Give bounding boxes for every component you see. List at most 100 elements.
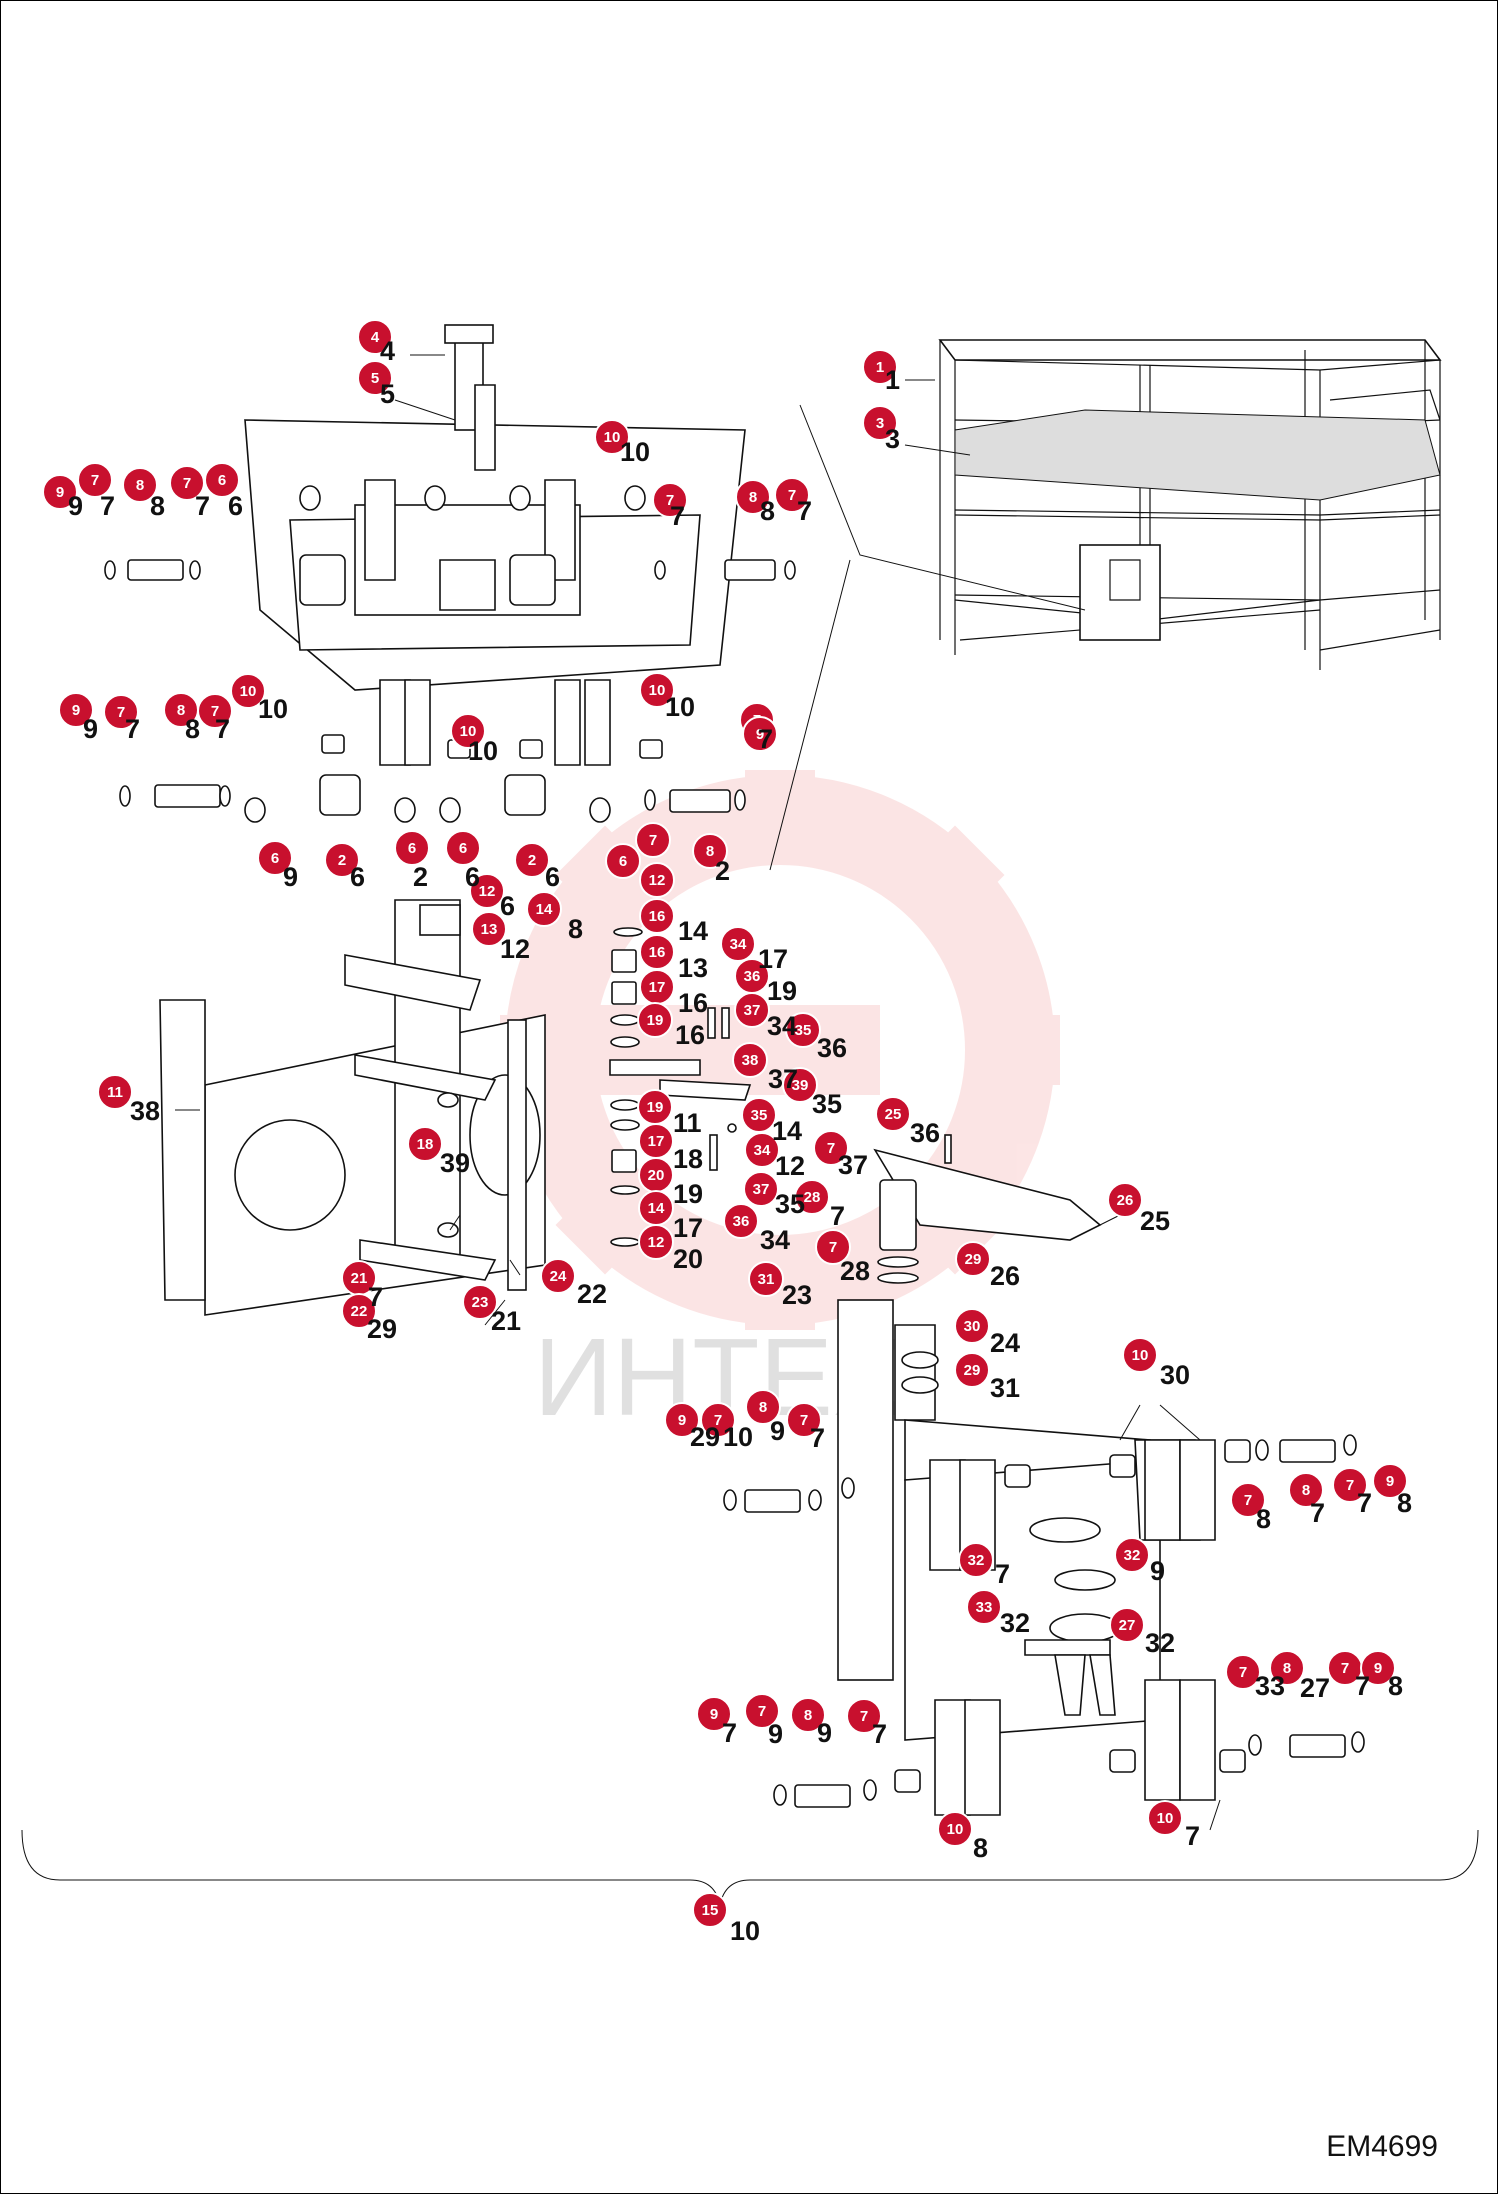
callout-badge-32[interactable]: 32 — [1114, 1537, 1150, 1573]
callout-badge-8[interactable]: 8 — [735, 479, 771, 515]
callout-badge-9[interactable]: 9 — [664, 1402, 700, 1438]
callout-badge-23[interactable]: 23 — [462, 1284, 498, 1320]
callout-badge-6[interactable]: 6 — [394, 830, 430, 866]
callout-badge-7[interactable]: 7 — [197, 693, 233, 729]
callout-badge-14[interactable]: 14 — [526, 891, 562, 927]
callout-badge-4[interactable]: 4 — [357, 319, 393, 355]
callout-badge-13[interactable]: 13 — [471, 911, 507, 947]
callout-badge-7[interactable]: 7 — [774, 477, 810, 513]
callout-badge-19[interactable]: 19 — [637, 1089, 673, 1125]
callout-badge-9[interactable]: 9 — [1372, 1463, 1408, 1499]
callout-badge-26[interactable]: 26 — [1107, 1182, 1143, 1218]
callout-circle — [862, 405, 898, 441]
callout-badge-16[interactable]: 16 — [639, 898, 675, 934]
callout-badge-12[interactable]: 12 — [469, 873, 505, 909]
callout-badge-5[interactable]: 5 — [357, 360, 393, 396]
callout-badge-12[interactable]: 12 — [638, 1224, 674, 1260]
callout-badge-6[interactable]: 6 — [204, 462, 240, 498]
part-number-label-7: 7 — [1185, 1821, 1200, 1851]
part-number-label-6: 6 — [465, 862, 480, 892]
callout-badge-38[interactable]: 38 — [732, 1042, 768, 1078]
callout-circle — [450, 713, 486, 749]
callout-number: 7 — [211, 703, 219, 720]
callout-badge-9[interactable]: 9 — [42, 474, 78, 510]
callout-badge-7[interactable]: 7 — [813, 1130, 849, 1166]
callout-badge-25[interactable]: 25 — [875, 1096, 911, 1132]
callout-number: 4 — [371, 329, 380, 346]
callout-badge-16[interactable]: 16 — [639, 934, 675, 970]
callout-badge-29[interactable]: 29 — [954, 1352, 990, 1388]
callout-badge-7[interactable]: 7 — [846, 1698, 882, 1734]
callout-badge-10[interactable]: 10 — [594, 419, 630, 455]
callout-badge-7[interactable]: 7 — [700, 1402, 736, 1438]
callout-badge-31[interactable]: 31 — [748, 1261, 784, 1297]
callout-badge-21[interactable]: 21 — [341, 1260, 377, 1296]
callout-badge-7[interactable]: 7 — [77, 462, 113, 498]
callout-badge-7[interactable]: 7 — [744, 1693, 780, 1729]
callout-badge-7[interactable]: 7 — [635, 822, 671, 858]
callout-badge-32[interactable]: 32 — [958, 1542, 994, 1578]
callout-badge-28[interactable]: 28 — [794, 1179, 830, 1215]
callout-badge-20[interactable]: 20 — [638, 1157, 674, 1193]
callout-badge-34[interactable]: 34 — [744, 1132, 780, 1168]
callout-badge-8[interactable]: 8 — [692, 833, 728, 869]
callout-badge-18[interactable]: 18 — [407, 1126, 443, 1162]
callout-badge-14[interactable]: 14 — [638, 1190, 674, 1226]
callout-badge-7[interactable]: 7 — [1230, 1482, 1266, 1518]
callout-badge-8[interactable]: 8 — [790, 1697, 826, 1733]
callout-badge-24[interactable]: 24 — [540, 1258, 576, 1294]
callout-badge-35[interactable]: 35 — [741, 1097, 777, 1133]
callout-badge-11[interactable]: 11 — [97, 1074, 133, 1110]
callout-badge-10[interactable]: 10 — [230, 673, 266, 709]
callout-badge-9[interactable]: 9 — [58, 692, 94, 728]
callout-badge-36[interactable]: 36 — [723, 1203, 759, 1239]
callout-badge-9[interactable]: 9 — [742, 716, 778, 752]
callout-badge-17[interactable]: 17 — [638, 1123, 674, 1159]
callout-badge-10[interactable]: 10 — [1147, 1800, 1183, 1836]
callout-badge-10[interactable]: 10 — [639, 672, 675, 708]
callout-badge-3[interactable]: 3 — [862, 405, 898, 441]
callout-badge-7[interactable]: 7 — [103, 694, 139, 730]
callout-badge-7[interactable]: 7 — [1332, 1467, 1368, 1503]
callout-badge-6[interactable]: 6 — [445, 830, 481, 866]
callout-badge-8[interactable]: 8 — [122, 467, 158, 503]
callout-badge-19[interactable]: 19 — [637, 1002, 673, 1038]
callout-badge-17[interactable]: 17 — [639, 969, 675, 1005]
callout-badge-2[interactable]: 2 — [324, 842, 360, 878]
callout-badge-10[interactable]: 10 — [937, 1811, 973, 1847]
callout-badge-36[interactable]: 36 — [734, 958, 770, 994]
callout-badge-37[interactable]: 37 — [734, 992, 770, 1028]
callout-badge-34[interactable]: 34 — [720, 926, 756, 962]
callout-badge-15[interactable]: 15 — [692, 1892, 728, 1928]
callout-badge-30[interactable]: 30 — [954, 1308, 990, 1344]
callout-badge-37[interactable]: 37 — [743, 1171, 779, 1207]
callout-badge-10[interactable]: 10 — [450, 713, 486, 749]
part-number-label-23: 23 — [782, 1280, 812, 1310]
callout-badge-8[interactable]: 8 — [1269, 1650, 1305, 1686]
callout-badge-29[interactable]: 29 — [955, 1241, 991, 1277]
callout-badge-7[interactable]: 7 — [652, 482, 688, 518]
callout-badge-8[interactable]: 8 — [1288, 1472, 1324, 1508]
callout-badge-35[interactable]: 35 — [785, 1012, 821, 1048]
callout-badge-7[interactable]: 7 — [169, 465, 205, 501]
callout-circle — [1372, 1463, 1408, 1499]
callout-badge-7[interactable]: 7 — [1225, 1654, 1261, 1690]
callout-badge-7[interactable]: 7 — [815, 1229, 851, 1265]
callout-badge-10[interactable]: 10 — [1122, 1337, 1158, 1373]
callout-badge-12[interactable]: 12 — [639, 862, 675, 898]
callout-badge-33[interactable]: 33 — [966, 1589, 1002, 1625]
callout-badge-9[interactable]: 9 — [1360, 1650, 1396, 1686]
callout-badge-1[interactable]: 1 — [862, 349, 898, 385]
callout-badge-7[interactable]: 7 — [786, 1402, 822, 1438]
callout-badge-9[interactable]: 9 — [696, 1696, 732, 1732]
callout-badge-39[interactable]: 39 — [782, 1067, 818, 1103]
callout-badge-22[interactable]: 22 — [341, 1293, 377, 1329]
callout-number: 10 — [460, 723, 477, 740]
callout-badge-2[interactable]: 2 — [514, 842, 550, 878]
callout-badge-8[interactable]: 8 — [745, 1389, 781, 1425]
callout-badge-27[interactable]: 27 — [1109, 1607, 1145, 1643]
callout-badge-6[interactable]: 6 — [605, 843, 641, 879]
callout-circle — [734, 992, 770, 1028]
callout-badge-6[interactable]: 6 — [257, 840, 293, 876]
